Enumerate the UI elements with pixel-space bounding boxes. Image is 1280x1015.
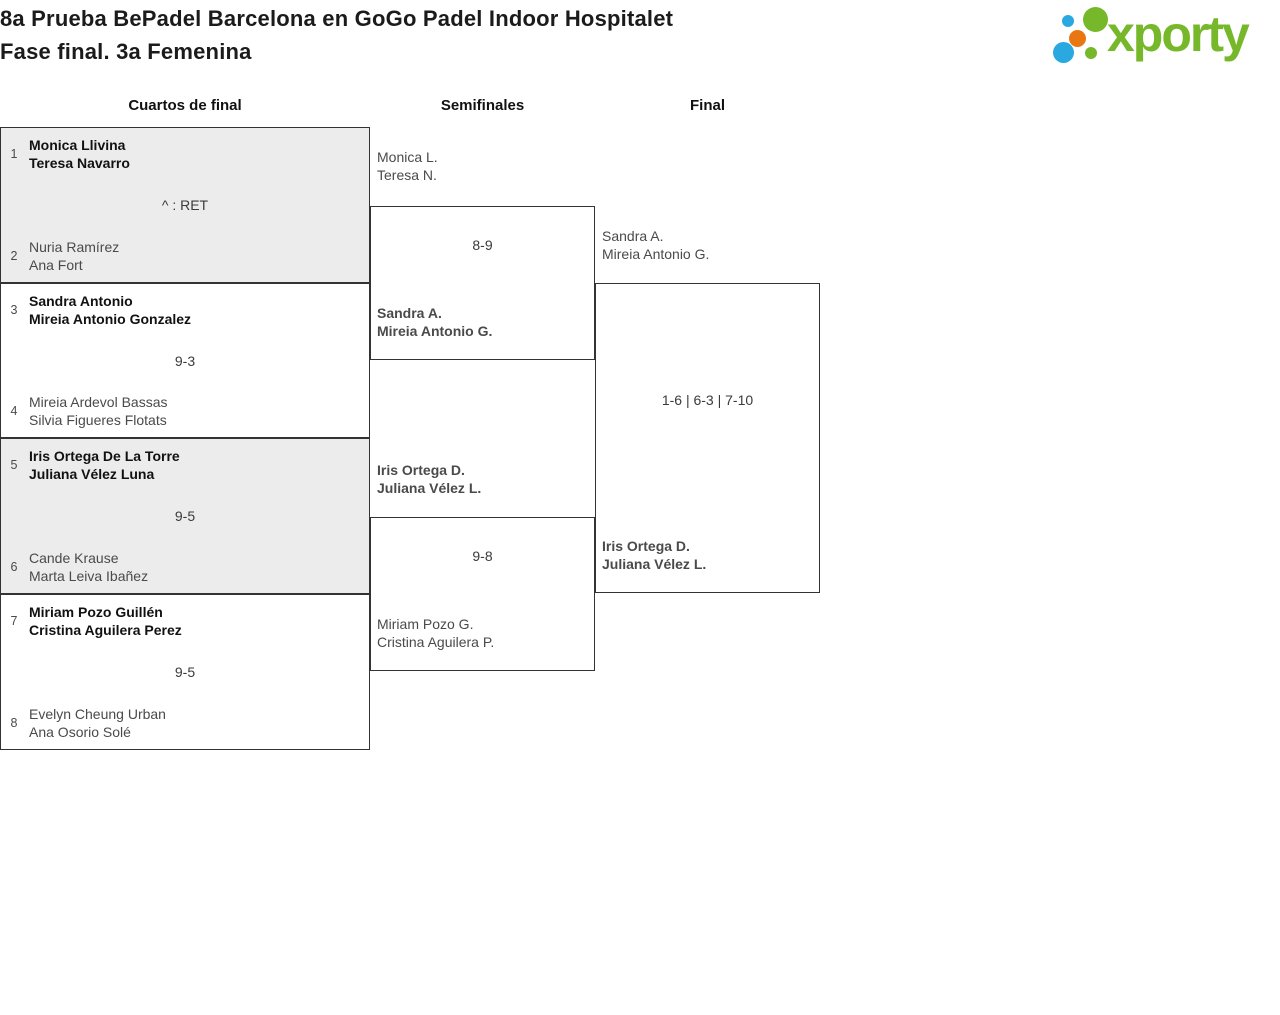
match-score: 9-5 [174, 508, 196, 524]
team-pair: Monica L. Teresa N. [377, 148, 438, 184]
player-name: Mireia Ardevol Bassas [29, 394, 168, 410]
team-pair: Cande Krause Marta Leiva Ibañez [29, 549, 148, 585]
page-title: 8a Prueba BePadel Barcelona en GoGo Pade… [0, 2, 673, 68]
logo-wordmark: xporty [1107, 6, 1250, 62]
logo-dot-icon [1062, 15, 1074, 27]
xporty-logo[interactable]: xporty [1050, 0, 1280, 78]
player-name: Miriam Pozo G. [377, 616, 474, 632]
player-name: Ana Fort [29, 257, 83, 273]
seed-number: 5 [10, 458, 18, 472]
seed-number: 3 [10, 303, 18, 317]
match-score: 9-3 [174, 352, 196, 369]
player-name: Iris Ortega De La Torre [29, 448, 180, 464]
team-pair: Sandra A. Mireia Antonio G. [377, 304, 492, 340]
match-score: 9-8 [472, 548, 493, 564]
player-name: Cristina Aguilera P. [377, 634, 495, 650]
seed-number: 7 [10, 614, 18, 628]
player-name: Mireia Antonio G. [602, 246, 710, 262]
seed-number: 1 [10, 147, 18, 161]
team-pair: Evelyn Cheung Urban Ana Osorio Solé [29, 705, 166, 741]
round-header-semifinals: Semifinales [440, 97, 525, 114]
logo-dot-icon [1083, 7, 1108, 32]
team-pair: Monica Llivina Teresa Navarro [29, 136, 130, 172]
final-match [595, 283, 820, 593]
quarterfinal-match-4: 7 Miriam Pozo Guillén Cristina Aguilera … [0, 594, 370, 750]
seed-number: 2 [10, 249, 18, 263]
logo-dot-icon [1053, 42, 1074, 63]
quarterfinal-match-3: 5 Iris Ortega De La Torre Juliana Vélez … [0, 438, 370, 594]
player-name: Juliana Vélez L. [602, 556, 707, 572]
player-name: Juliana Vélez Luna [29, 466, 155, 482]
team-pair: Nuria Ramírez Ana Fort [29, 238, 119, 274]
team-pair: Miriam Pozo G. Cristina Aguilera P. [377, 615, 494, 651]
logo-dot-icon [1085, 47, 1097, 59]
team-pair: Iris Ortega D. Juliana Vélez L. [377, 461, 481, 497]
player-name: Ana Osorio Solé [29, 724, 131, 740]
match-score: 9-5 [174, 664, 196, 680]
seed-number: 4 [10, 404, 18, 418]
quarterfinal-match-1: 1 Monica Llivina Teresa Navarro ^ : RET … [0, 127, 370, 283]
player-name: Mireia Antonio Gonzalez [29, 311, 192, 327]
player-name: Miriam Pozo Guillén [29, 604, 163, 620]
player-name: Sandra A. [602, 228, 664, 244]
player-name: Evelyn Cheung Urban [29, 706, 166, 722]
match-score: 8-9 [472, 237, 493, 253]
team-pair: Iris Ortega D. Juliana Vélez L. [602, 537, 706, 573]
seed-number: 8 [10, 716, 18, 730]
logo-dot-icon [1069, 30, 1086, 47]
seed-number: 6 [10, 560, 18, 574]
quarterfinal-match-2: 3 Sandra Antonio Mireia Antonio Gonzalez… [0, 283, 370, 438]
player-name: Mireia Antonio G. [377, 323, 493, 339]
team-pair: Mireia Ardevol Bassas Silvia Figueres Fl… [29, 393, 168, 429]
round-header-final: Final [689, 97, 725, 114]
team-pair: Iris Ortega De La Torre Juliana Vélez Lu… [29, 447, 180, 483]
player-name: Cande Krause [29, 550, 119, 566]
match-score: ^ : RET [161, 197, 209, 213]
tournament-name: 8a Prueba BePadel Barcelona en GoGo Pade… [0, 6, 674, 31]
player-name: Teresa Navarro [29, 155, 130, 171]
player-name: Cristina Aguilera Perez [29, 622, 182, 638]
player-name: Monica Llivina [29, 137, 126, 153]
team-pair: Miriam Pozo Guillén Cristina Aguilera Pe… [29, 603, 182, 639]
team-pair: Sandra Antonio Mireia Antonio Gonzalez [29, 292, 191, 328]
player-name: Juliana Vélez L. [377, 480, 482, 496]
semifinal-match-1 [370, 206, 595, 360]
phase-category: Fase final. 3a Femenina [0, 39, 252, 64]
player-name: Iris Ortega D. [377, 462, 465, 478]
round-header-quarterfinals: Cuartos de final [128, 97, 242, 114]
player-name: Teresa N. [377, 167, 437, 183]
player-name: Silvia Figueres Flotats [29, 412, 167, 428]
team-pair: Sandra A. Mireia Antonio G. [602, 227, 709, 263]
player-name: Monica L. [377, 149, 438, 165]
player-name: Sandra Antonio [29, 293, 133, 309]
player-name: Sandra A. [377, 305, 442, 321]
semifinal-match-2 [370, 517, 595, 671]
player-name: Marta Leiva Ibañez [29, 568, 149, 584]
match-score: 1-6 | 6-3 | 7-10 [661, 392, 754, 408]
player-name: Nuria Ramírez [29, 239, 120, 255]
player-name: Iris Ortega D. [602, 538, 690, 554]
